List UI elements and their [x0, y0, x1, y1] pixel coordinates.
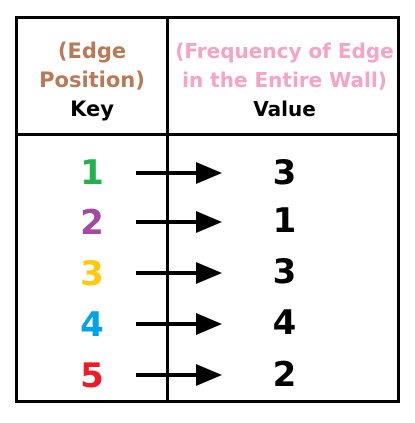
- row-value-2: 1: [272, 201, 297, 241]
- column-divider: [166, 19, 169, 400]
- arrow-right-icon: [136, 262, 222, 284]
- key-subtitle-line2: Position): [39, 68, 145, 92]
- row-key-2: 2: [80, 203, 104, 243]
- row-value-4: 4: [272, 303, 297, 343]
- key-column-header: (Edge Position) Key: [18, 37, 166, 124]
- value-column-header: (Frequency of Edge in the Entire Wall) V…: [169, 37, 400, 124]
- value-subtitle-line1: (Frequency of Edge: [175, 39, 394, 63]
- arrow-right-icon: [136, 162, 222, 184]
- value-subtitle-line2: in the Entire Wall): [182, 68, 387, 92]
- arrow-right-icon: [136, 211, 222, 233]
- key-subtitle-line1: (Edge: [57, 39, 127, 63]
- row-key-1: 1: [80, 153, 104, 193]
- edge-frequency-table: (Edge Position) Key (Frequency of Edge i…: [15, 16, 400, 403]
- arrow-right-icon: [136, 364, 222, 386]
- header-divider: [18, 133, 397, 136]
- value-label: Value: [253, 97, 316, 121]
- key-label: Key: [70, 97, 114, 121]
- row-key-4: 4: [80, 305, 104, 345]
- row-key-3: 3: [80, 254, 104, 294]
- row-value-3: 3: [272, 252, 297, 292]
- row-key-5: 5: [80, 356, 104, 396]
- row-value-5: 2: [272, 355, 297, 395]
- arrow-right-icon: [136, 313, 222, 335]
- row-value-1: 3: [272, 153, 297, 193]
